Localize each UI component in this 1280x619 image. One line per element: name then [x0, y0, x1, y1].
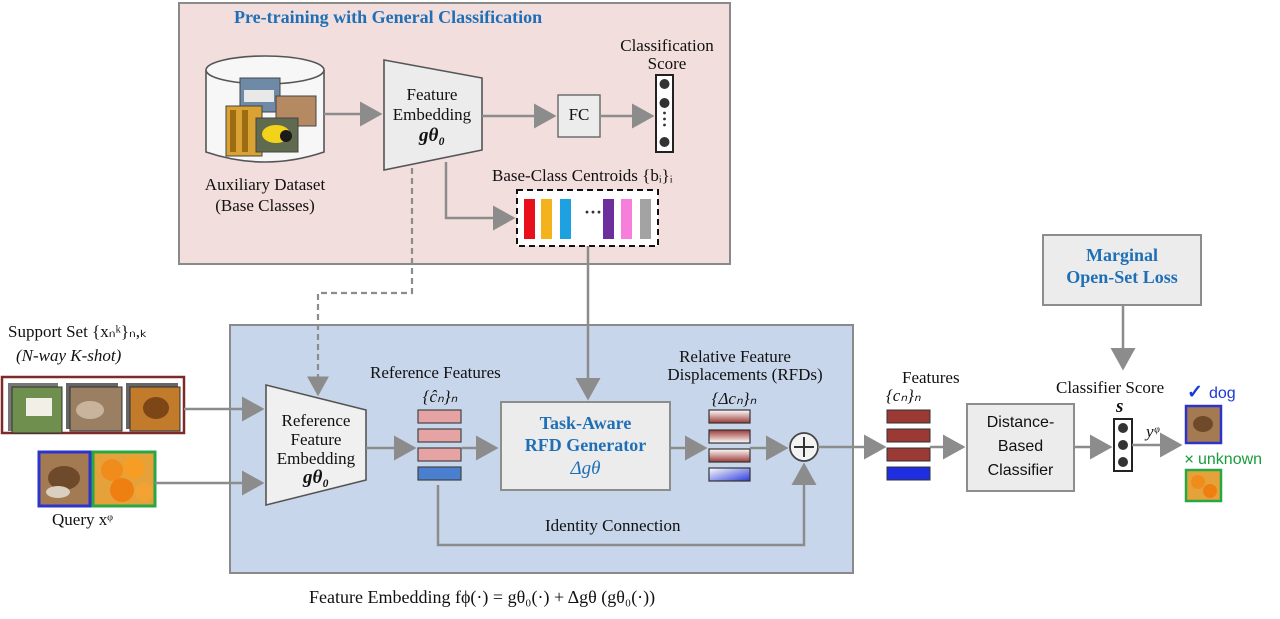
generator-symbol: Δgθ — [570, 458, 601, 479]
centroids-ellipsis: ··· — [584, 202, 603, 222]
classifier-score-symbol: s — [1116, 396, 1124, 417]
centroids-box — [516, 189, 659, 247]
feature — [886, 409, 931, 424]
result-unknown-image — [1184, 468, 1223, 503]
classifier-score-vector — [1113, 418, 1133, 472]
dataset-label-line2: (Base Classes) — [215, 196, 315, 215]
rfd-generator-block — [500, 401, 671, 491]
pretraining-title: Pre-training with General Classification — [234, 7, 543, 27]
support-set-shot-label: (N-way K-shot) — [16, 346, 122, 365]
loss-line1: Marginal — [1086, 245, 1158, 265]
generator-label-line2: RFD Generator — [524, 435, 647, 455]
classification-score-vector — [655, 74, 674, 153]
rfd-label-line2: Displacements (RFDs) — [667, 365, 823, 384]
final-feature-bars — [886, 409, 931, 481]
ref-embedding-line1: Reference — [281, 411, 351, 430]
support-set-label: Support Set {xₙᵏ}ₙ,ₖ — [8, 322, 148, 341]
reference-feature-bars — [417, 409, 462, 481]
dataset-label-line1: Auxiliary Dataset — [204, 175, 326, 194]
weight-sharing-link — [307, 168, 414, 397]
identity-connection-arrow — [436, 462, 817, 547]
reference-feature — [417, 447, 462, 462]
ref-embedding-line3: Embedding — [276, 449, 356, 468]
classifier-line2: Based — [997, 438, 1044, 455]
centroid-bar — [640, 199, 651, 239]
arrow-embedding-to-centroids — [444, 162, 516, 231]
cross-icon: × — [1184, 449, 1195, 469]
check-icon: ✓ — [1187, 382, 1203, 403]
sum-node — [789, 432, 819, 462]
centroid-bar — [560, 199, 571, 239]
generator-label-line1: Task-Aware — [539, 413, 632, 433]
embedding-label-line2: Embedding — [392, 105, 472, 124]
classifier-score-label: Classifier Score — [1056, 378, 1165, 397]
feature-embedding-block — [383, 59, 483, 171]
feature-query — [886, 466, 931, 481]
ref-embedding-symbol: gθ₀ — [303, 467, 329, 488]
reference-feature — [417, 409, 462, 424]
result-unknown-label: unknown — [1198, 451, 1263, 468]
result-dog-label: dog — [1209, 385, 1236, 402]
centroid-bar — [621, 199, 632, 239]
feature — [886, 428, 931, 443]
output-symbol: yᵠ — [1146, 422, 1159, 441]
loss-block — [1042, 234, 1202, 306]
reference-features-label: Reference Features — [370, 363, 501, 382]
identity-connection-label: Identity Connection — [545, 516, 681, 535]
centroids-label: Base-Class Centroids {bᵢ}ᵢ — [492, 166, 673, 185]
centroid-bar — [524, 199, 535, 239]
query-label: Query xᵠ — [52, 510, 113, 529]
features-symbol: {cₙ}ₙ — [886, 386, 921, 405]
classification-score-line2: Score — [647, 54, 687, 73]
classifier-line1: Distance- — [986, 414, 1055, 431]
centroid-bar — [603, 199, 614, 239]
query-images — [37, 450, 157, 508]
loss-line2: Open-Set Loss — [1066, 267, 1178, 287]
embedding-symbol: gθ₀ — [419, 125, 445, 146]
classifier-block — [966, 403, 1075, 492]
reference-features-symbol: {ĉₙ}ₙ — [422, 387, 458, 406]
dataset-images — [225, 77, 317, 157]
embedding-label-line1: Feature — [406, 85, 458, 104]
rfd-symbol: {Δcₙ}ₙ — [711, 389, 757, 408]
feature — [886, 447, 931, 462]
centroid-bars — [524, 199, 651, 239]
result-dog-image — [1184, 404, 1223, 445]
rfd-label-line1: Relative Feature — [679, 347, 791, 366]
feature-embedding-equation: Feature Embedding fϕ(·) = gθ₀(·) + Δgθ (… — [309, 587, 656, 607]
ref-embedding-line2: Feature — [290, 430, 342, 449]
centroid-bar — [541, 199, 552, 239]
classification-score-line1: Classification — [620, 36, 714, 55]
classifier-line3: Classifier — [987, 462, 1054, 479]
reference-feature-query — [417, 466, 462, 481]
reference-embedding-block — [265, 383, 367, 507]
features-label: Features — [902, 368, 960, 387]
fc-label: FC — [568, 105, 590, 124]
support-set-images — [0, 375, 186, 435]
rfd-bars — [708, 409, 751, 482]
fc-block — [557, 94, 601, 138]
reference-feature — [417, 428, 462, 443]
